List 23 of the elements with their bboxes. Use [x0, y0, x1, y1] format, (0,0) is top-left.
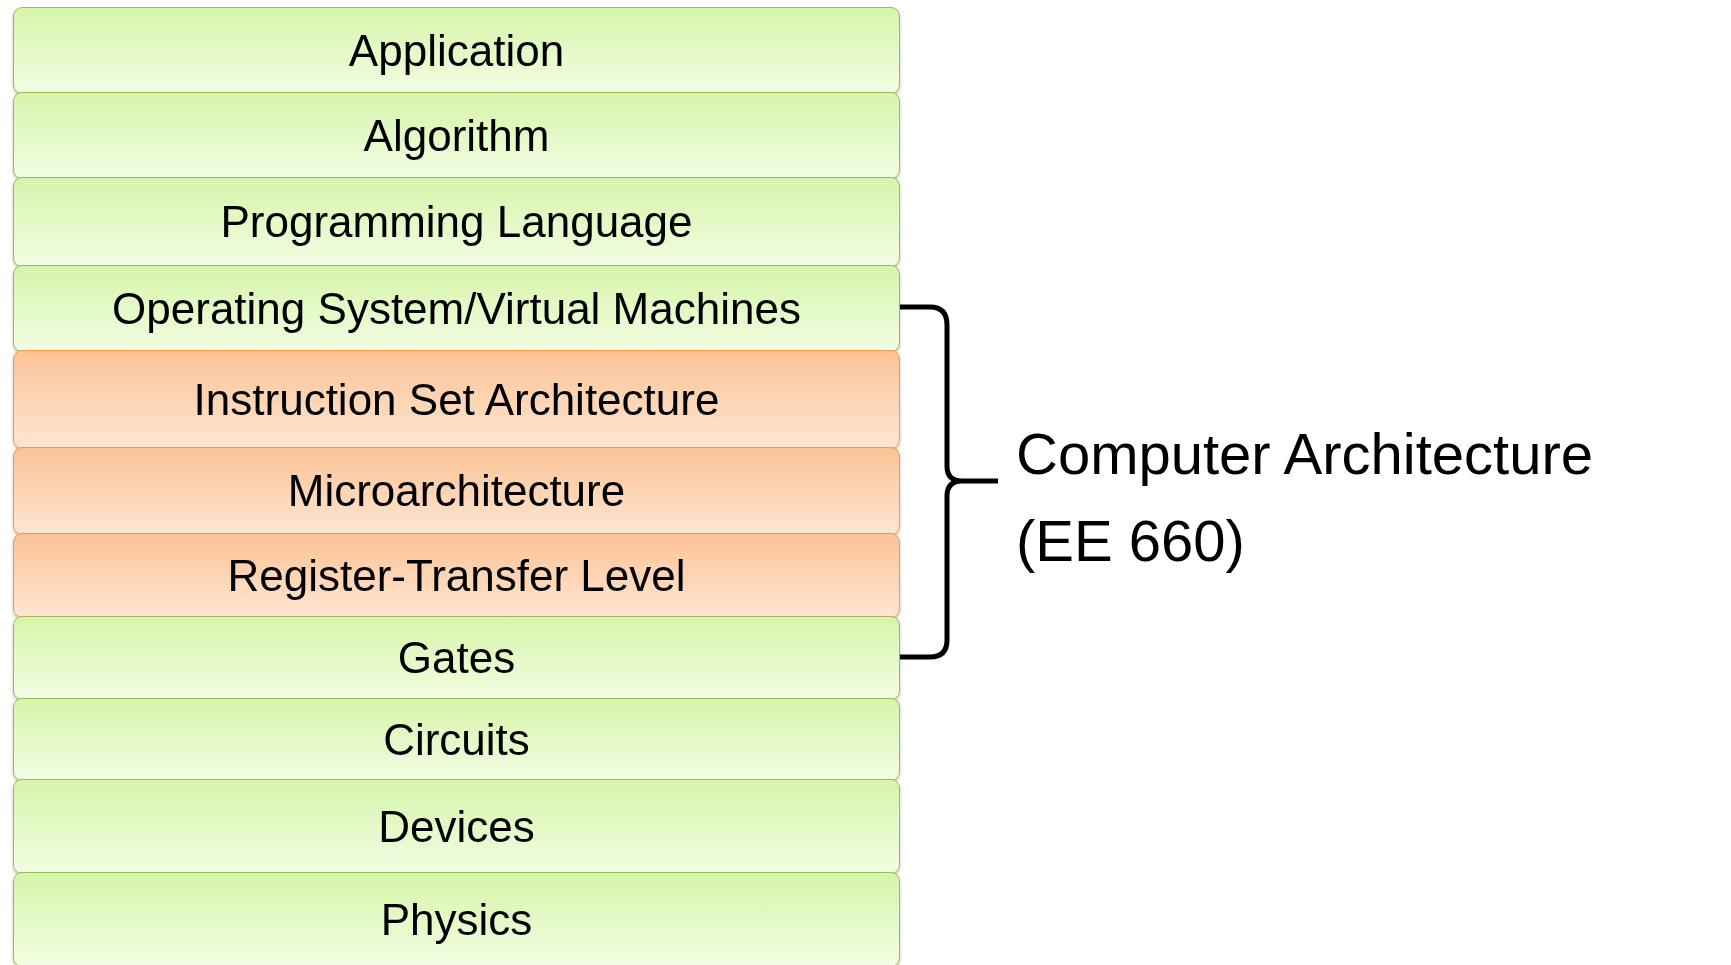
layer-box: [13, 779, 900, 874]
layer-name: Application: [348, 25, 565, 76]
layer-name: Gates: [397, 633, 516, 683]
layer-name: Algorithm: [363, 110, 550, 161]
layer-name: Instruction Set Architecture: [193, 374, 720, 425]
layer-box: [13, 698, 900, 781]
bracket-label: Computer Architecture (EE 660): [1016, 420, 1595, 575]
layer-box: [13, 872, 900, 965]
layer-name: Devices: [378, 801, 535, 852]
layer-name: Circuits: [383, 714, 530, 765]
layer-box: [13, 265, 900, 352]
layer-box: [13, 92, 900, 179]
layer-box: [13, 533, 900, 618]
layer-name: Programming Language: [220, 197, 693, 247]
layer-name: Register-Transfer Level: [227, 550, 686, 601]
layer-name: Physics: [380, 894, 533, 945]
layer-box: [13, 7, 900, 94]
layer-box: [13, 177, 900, 267]
layer-box: [13, 616, 900, 700]
layer-box: [13, 447, 900, 535]
layer-box: [13, 350, 900, 449]
layer-name: Operating System/Virtual Machines: [112, 283, 801, 334]
layer-name: Microarchitecture: [287, 466, 626, 516]
